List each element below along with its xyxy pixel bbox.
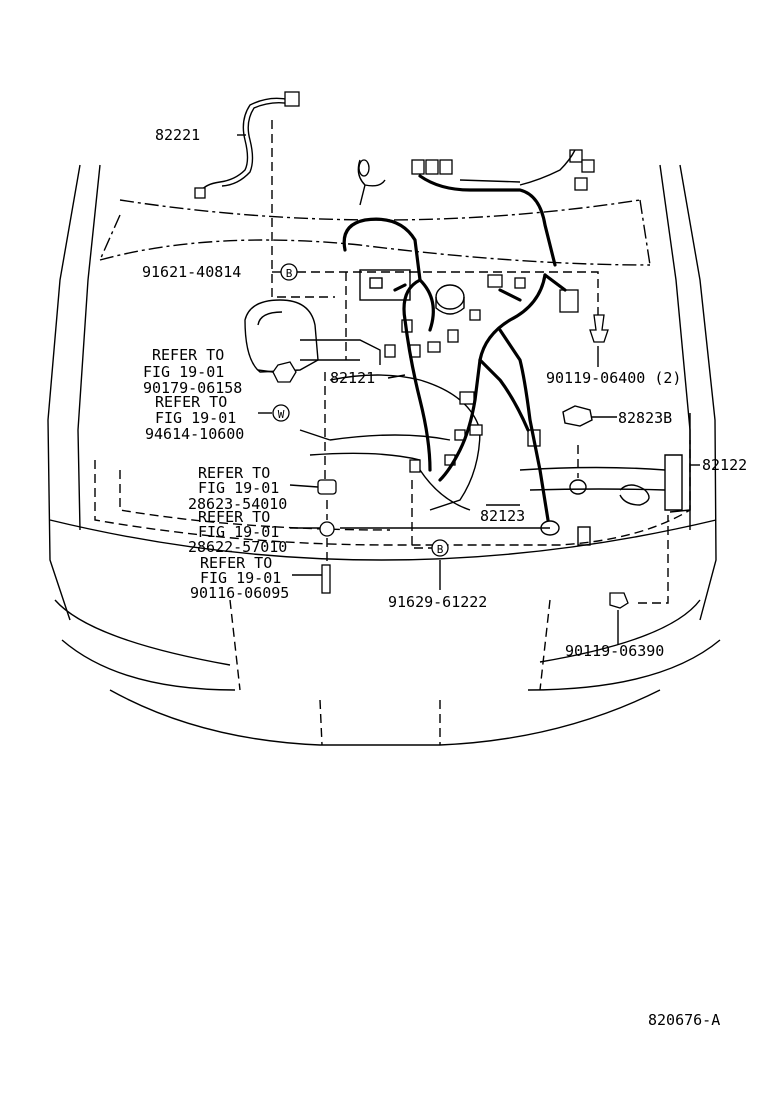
fasteners xyxy=(272,314,629,609)
label-refer-to-5: REFER TO xyxy=(200,554,272,572)
label-90119-06390: 90119-06390 xyxy=(565,642,664,660)
bolt-90119-06390-icon xyxy=(609,592,629,609)
svg-text:B: B xyxy=(286,267,293,280)
label-fig-4: FIG 19-01 xyxy=(198,523,279,541)
marker-b-2: B xyxy=(431,539,449,557)
label-90179-06158: 90179-06158 xyxy=(143,379,242,397)
engine-components xyxy=(244,269,683,546)
leader-lines xyxy=(237,120,700,645)
label-refer-to-4: REFER TO xyxy=(198,508,270,526)
label-82123: 82123 xyxy=(480,507,525,525)
svg-text:W: W xyxy=(278,408,285,421)
label-fig-2: FIG 19-01 xyxy=(155,409,236,427)
svg-text:B: B xyxy=(437,543,444,556)
nut-90179-icon xyxy=(272,361,297,383)
bolt-90119-06400-icon xyxy=(589,314,609,343)
label-90116-06095: 90116-06095 xyxy=(190,584,289,602)
label-refer-to-2: REFER TO xyxy=(155,393,227,411)
marker-w: W xyxy=(272,404,290,422)
stud-90116-icon xyxy=(321,564,331,594)
label-90119-06400: 90119-06400 (2) xyxy=(546,369,681,387)
label-82122: 82122 xyxy=(702,456,747,474)
label-refer-to-1: REFER TO xyxy=(152,346,224,364)
clip-28622-icon xyxy=(319,521,335,537)
label-28623-54010: 28623-54010 xyxy=(188,495,287,513)
part-labels: 82221 91621-40814 90119-06400 (2) REFER … xyxy=(142,126,747,1029)
label-fig-5: FIG 19-01 xyxy=(200,569,281,587)
label-91621-40814: 91621-40814 xyxy=(142,263,241,281)
figure-id: 820676-A xyxy=(648,1011,720,1029)
marker-b-1: B xyxy=(280,263,298,281)
label-82823B: 82823B xyxy=(618,409,672,427)
label-28622-57010: 28622-57010 xyxy=(188,538,287,556)
label-fig-3: FIG 19-01 xyxy=(198,479,279,497)
label-fig-1: FIG 19-01 xyxy=(143,363,224,381)
wire-harness xyxy=(194,91,595,522)
label-82121: 82121 xyxy=(330,369,375,387)
label-94614-10600: 94614-10600 xyxy=(145,425,244,443)
grommet-28623-icon xyxy=(317,479,337,495)
label-82221: 82221 xyxy=(155,126,200,144)
label-91629-61222: 91629-61222 xyxy=(388,593,487,611)
label-refer-to-3: REFER TO xyxy=(198,464,270,482)
